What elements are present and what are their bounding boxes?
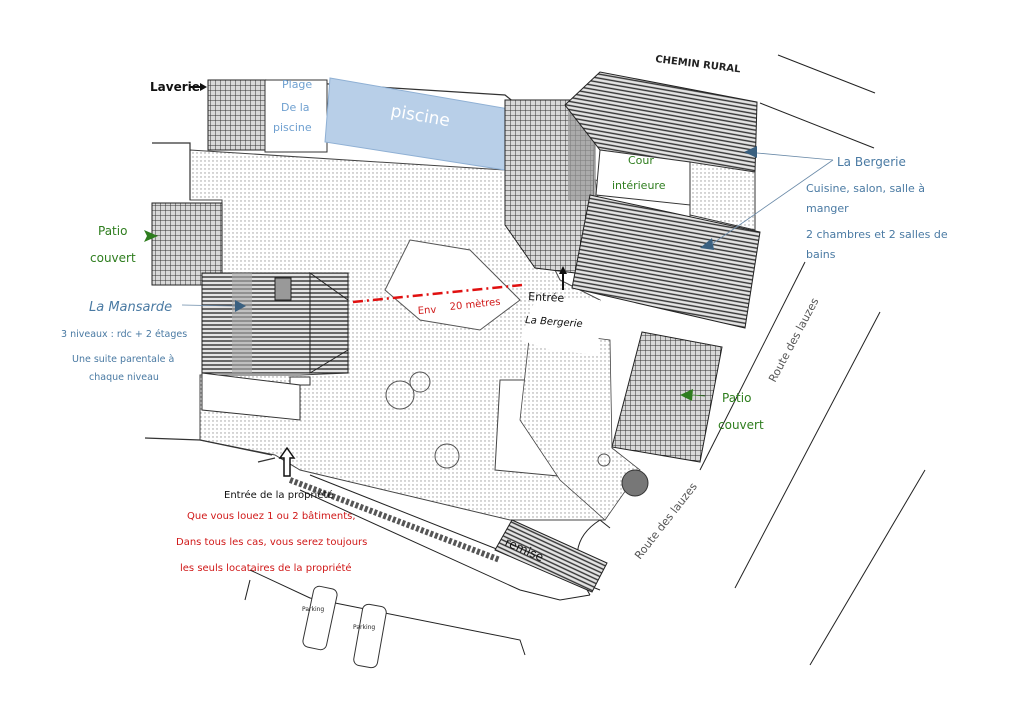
distance-prefix: Env — [417, 305, 436, 317]
mansarde-line-3: chaque niveau — [89, 372, 159, 383]
bergerie-entry-name: La Bergerie — [525, 315, 583, 330]
parking-car-1: Parking — [302, 585, 338, 651]
note-line-3: les seuls locataires de la propriété — [180, 562, 352, 574]
bergerie-line-4: bains — [806, 248, 836, 261]
patio-left-arrow-icon — [144, 230, 158, 242]
road-label-chemin-rural: CHEMIN RURAL — [655, 54, 742, 75]
note-line-1: Que vous louez 1 ou 2 bâtiments, — [187, 510, 356, 522]
bergerie-line-1: Cuisine, salon, salle à — [806, 182, 925, 195]
bergerie-arrow-top-icon — [744, 146, 757, 158]
cour-label-2: intérieure — [612, 179, 666, 192]
distance-value: 20 mètres — [449, 296, 501, 313]
remise-building — [494, 519, 608, 593]
bergerie-bottom-wing — [571, 194, 761, 329]
cour-label-1: Cour — [628, 154, 654, 167]
mansarde-arrow-icon — [235, 300, 246, 312]
parking-label-1: Parking — [302, 606, 324, 613]
property-entry-arrow-icon — [278, 446, 296, 477]
patio-left-label-2: couvert — [90, 251, 136, 265]
laverie-arrow-icon — [190, 83, 207, 91]
patio-left-label-1: Patio — [98, 224, 127, 238]
bergerie-entry-arrow-icon — [559, 266, 567, 290]
road-label-route-des-lauzes-1: Route des lauzes — [766, 296, 821, 385]
note-line-2: Dans tous les cas, vous serez toujours — [176, 537, 367, 548]
bergerie-name: La Bergerie — [837, 155, 906, 169]
parking-label-2: Parking — [353, 624, 375, 631]
bergerie-top-wing — [564, 71, 758, 173]
patio-left-roof — [151, 202, 223, 286]
mansarde-line-1: 3 niveaux : rdc + 2 étages — [61, 329, 187, 340]
plage-label-2: De la — [281, 101, 310, 114]
mansarde-name: La Mansarde — [89, 300, 172, 315]
distance-line — [352, 283, 523, 304]
patio-right-label-1: Patio — [722, 391, 751, 405]
mansarde-line-2: Une suite parentale à — [72, 354, 174, 365]
bergerie-line-3: 2 chambres et 2 salles de — [806, 228, 948, 241]
laverie-building — [207, 79, 266, 151]
property-entry-label: Entrée de la propriété — [224, 489, 334, 501]
bergerie-line-2: manger — [806, 202, 849, 215]
bergerie-entry-label: Entrée — [528, 290, 565, 305]
plage-label-3: piscine — [273, 121, 312, 134]
pool-beach — [264, 79, 328, 153]
parking-car-2: Parking — [353, 603, 387, 669]
bergerie-arrow-bottom-icon — [700, 238, 714, 250]
plage-label-1: Plage — [282, 78, 312, 91]
laverie-label: Laverie — [150, 80, 200, 94]
patio-right-arrow-icon — [680, 389, 693, 401]
patio-right-label-2: couvert — [718, 418, 764, 432]
patio-right-roof — [611, 331, 723, 463]
